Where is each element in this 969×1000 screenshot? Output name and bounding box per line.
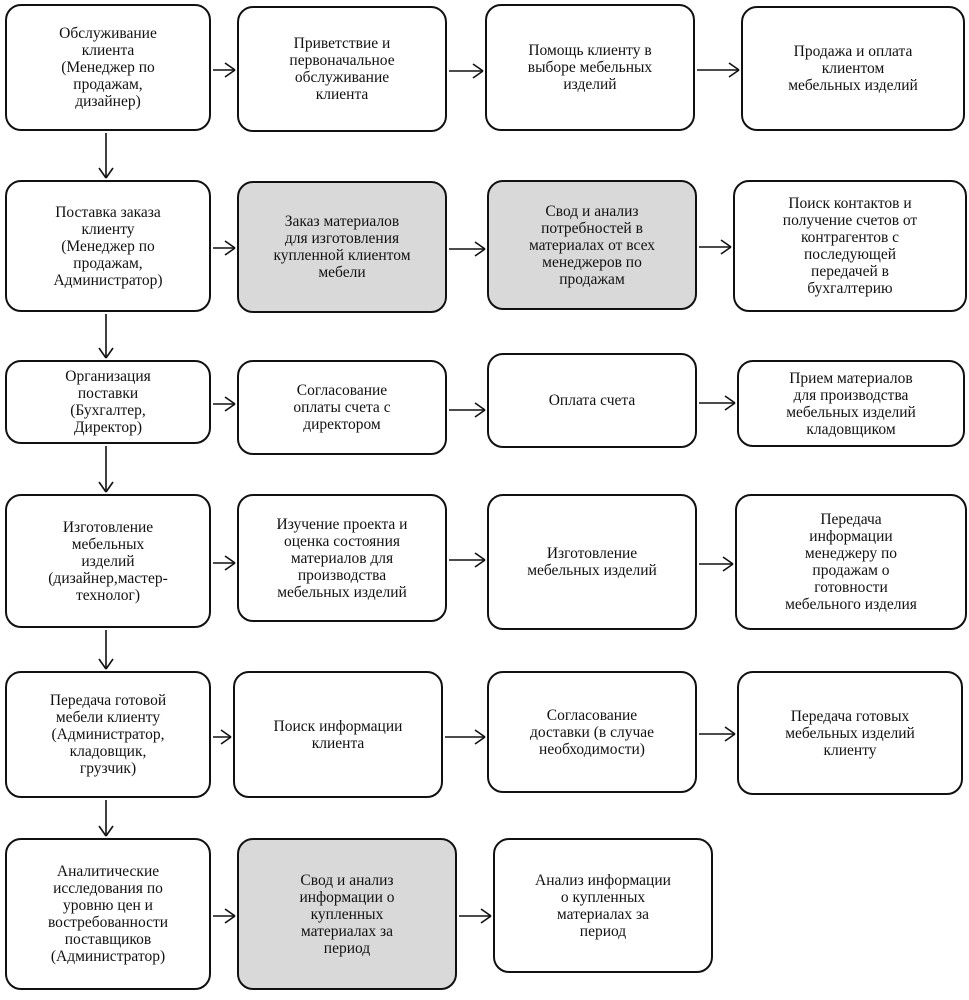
process-box-label: Обслуживание клиента (Менеджер по продаж… <box>59 25 157 110</box>
process-box-r2-c3: Свод и анализ потребностей в материалах … <box>487 180 697 310</box>
arrow-r4-c2-head-top <box>474 552 486 561</box>
process-box-r4-c4: Передача информации менеджеру по продажа… <box>735 494 967 630</box>
process-box-r1-c2: Приветствие и первоначальное обслуживани… <box>237 6 447 132</box>
arrow-down-r1-head-right <box>105 167 114 179</box>
arrow-r6-c2-head-bottom <box>480 915 492 924</box>
arrow-r3-c2-head-top <box>474 402 486 411</box>
process-box-label: Передача готовой мебели клиенту (Админис… <box>49 692 167 777</box>
process-box-label: Анализ информации о купленных материалах… <box>535 871 671 940</box>
arrow-down-r4-head-right <box>105 658 114 670</box>
arrow-down-r3-head-left <box>98 481 107 493</box>
arrow-r6-c1-head-top <box>224 908 236 917</box>
arrow-down-r4-head-left <box>98 658 107 670</box>
process-box-label: Продажа и оплата клиентом мебельных изде… <box>788 43 918 94</box>
process-box-label: Изготовление мебельных изделий (дизайнер… <box>48 518 168 604</box>
process-box-r6-c3: Анализ информации о купленных материалах… <box>493 838 713 973</box>
arrow-r1-c3-head-bottom <box>728 69 740 78</box>
arrow-down-r5-head-left <box>98 825 107 837</box>
arrow-r1-c2-head-bottom <box>472 70 484 79</box>
arrow-r4-c1-head-top <box>224 555 236 564</box>
process-box-r1-c3: Помощь клиенту в выборе мебельных издели… <box>485 4 695 131</box>
arrow-r5-c3-head-bottom <box>724 733 736 742</box>
arrow-r2-c1-head-bottom <box>224 247 236 256</box>
arrow-r4-c1-head-bottom <box>224 562 236 571</box>
arrow-down-r2-head-right <box>105 347 114 359</box>
process-box-label: Поиск информации клиента <box>273 717 403 752</box>
process-box-label: Передача информации менеджеру по продажа… <box>785 511 917 613</box>
process-box-r3-c4: Прием материалов для производства мебель… <box>737 360 965 447</box>
process-box-r5-c4: Передача готовых мебельных изделий клиен… <box>737 671 963 795</box>
arrow-down-r3-head-right <box>105 481 114 493</box>
process-box-r2-c2: Заказ материалов для изготовления куплен… <box>237 181 447 313</box>
process-box-r5-c2: Поиск информации клиента <box>233 671 443 798</box>
process-box-label: Свод и анализ информации о купленных мат… <box>299 871 395 957</box>
process-box-r4-c3: Изготовление мебельных изделий <box>487 494 697 630</box>
arrow-r5-c2-head-bottom <box>474 736 486 745</box>
process-box-label: Согласование оплаты счета с директором <box>293 382 391 433</box>
process-box-r5-c3: Согласование доставки (в случае необходи… <box>487 671 697 793</box>
process-box-label: Приветствие и первоначальное обслуживани… <box>289 35 395 103</box>
arrow-r3-c1-head-bottom <box>224 403 236 412</box>
arrow-r1-c1-head-bottom <box>224 69 236 78</box>
process-box-r1-c1: Обслуживание клиента (Менеджер по продаж… <box>5 4 211 131</box>
arrow-r1-c3-head-top <box>728 62 740 71</box>
process-box-r3-c2: Согласование оплаты счета с директором <box>237 360 447 455</box>
arrow-r6-c2-head-top <box>480 908 492 917</box>
arrow-r6-c1-head-bottom <box>224 915 236 924</box>
arrow-r2-c1-head-top <box>224 240 236 249</box>
process-box-r1-c4: Продажа и оплата клиентом мебельных изде… <box>741 6 965 131</box>
arrow-r4-c3-head-top <box>722 556 734 565</box>
process-box-r2-c4: Поиск контактов и получение счетов от ко… <box>733 180 967 312</box>
process-box-label: Аналитические исследования по уровню цен… <box>47 863 169 965</box>
arrow-r4-c2-head-bottom <box>474 559 486 568</box>
process-box-label: Изучение проекта и оценка состояния мате… <box>276 515 408 601</box>
process-box-label: Поиск контактов и получение счетов от ко… <box>782 195 918 297</box>
arrow-r3-c1-head-top <box>224 396 236 405</box>
process-box-label: Изготовление мебельных изделий <box>527 545 657 579</box>
arrow-r1-c1-head-top <box>224 62 236 71</box>
arrow-r5-c1-head-bottom <box>220 736 232 745</box>
arrow-down-r2-head-left <box>98 347 107 359</box>
process-box-label: Передача готовых мебельных изделий клиен… <box>785 707 915 759</box>
process-box-label: Организация поставки (Бухгалтер, Директо… <box>65 368 151 436</box>
process-box-label: Поставка заказа клиенту (Менеджер по про… <box>53 203 163 289</box>
process-box-label: Свод и анализ потребностей в материалах … <box>528 202 656 288</box>
arrow-r3-c3-head-bottom <box>724 402 736 411</box>
arrow-r3-c2-head-bottom <box>474 409 486 418</box>
process-box-label: Помощь клиенту в выборе мебельных издели… <box>527 42 653 93</box>
arrow-down-r5-head-right <box>105 825 114 837</box>
process-box-r2-c1: Поставка заказа клиенту (Менеджер по про… <box>5 180 211 312</box>
process-box-r6-c1: Аналитические исследования по уровню цен… <box>5 838 211 990</box>
arrow-r2-c3-head-bottom <box>720 246 732 255</box>
arrow-r3-c3-head-top <box>724 395 736 404</box>
arrow-r5-c3-head-top <box>724 726 736 735</box>
process-box-label: Заказ материалов для изготовления куплен… <box>273 213 411 281</box>
process-box-label: Прием материалов для производства мебель… <box>786 369 916 438</box>
arrow-r5-c1-head-top <box>220 729 232 738</box>
process-box-label: Оплата счета <box>548 392 636 409</box>
arrow-r1-c2-head-top <box>472 63 484 72</box>
process-box-r6-c2: Свод и анализ информации о купленных мат… <box>237 838 457 990</box>
arrow-r2-c3-head-top <box>720 239 732 248</box>
arrow-r5-c2-head-top <box>474 729 486 738</box>
process-box-r4-c1: Изготовление мебельных изделий (дизайнер… <box>5 494 211 628</box>
process-box-r3-c1: Организация поставки (Бухгалтер, Директо… <box>5 360 211 444</box>
arrow-down-r1-head-left <box>98 167 107 179</box>
process-box-r5-c1: Передача готовой мебели клиенту (Админис… <box>5 671 211 798</box>
process-box-r4-c2: Изучение проекта и оценка состояния мате… <box>237 494 447 622</box>
arrow-r2-c2-head-top <box>474 241 486 250</box>
arrow-r2-c2-head-bottom <box>474 248 486 257</box>
process-box-r3-c3: Оплата счета <box>487 353 697 448</box>
arrow-r4-c3-head-bottom <box>722 563 734 572</box>
process-box-label: Согласование доставки (в случае необходи… <box>529 706 655 758</box>
